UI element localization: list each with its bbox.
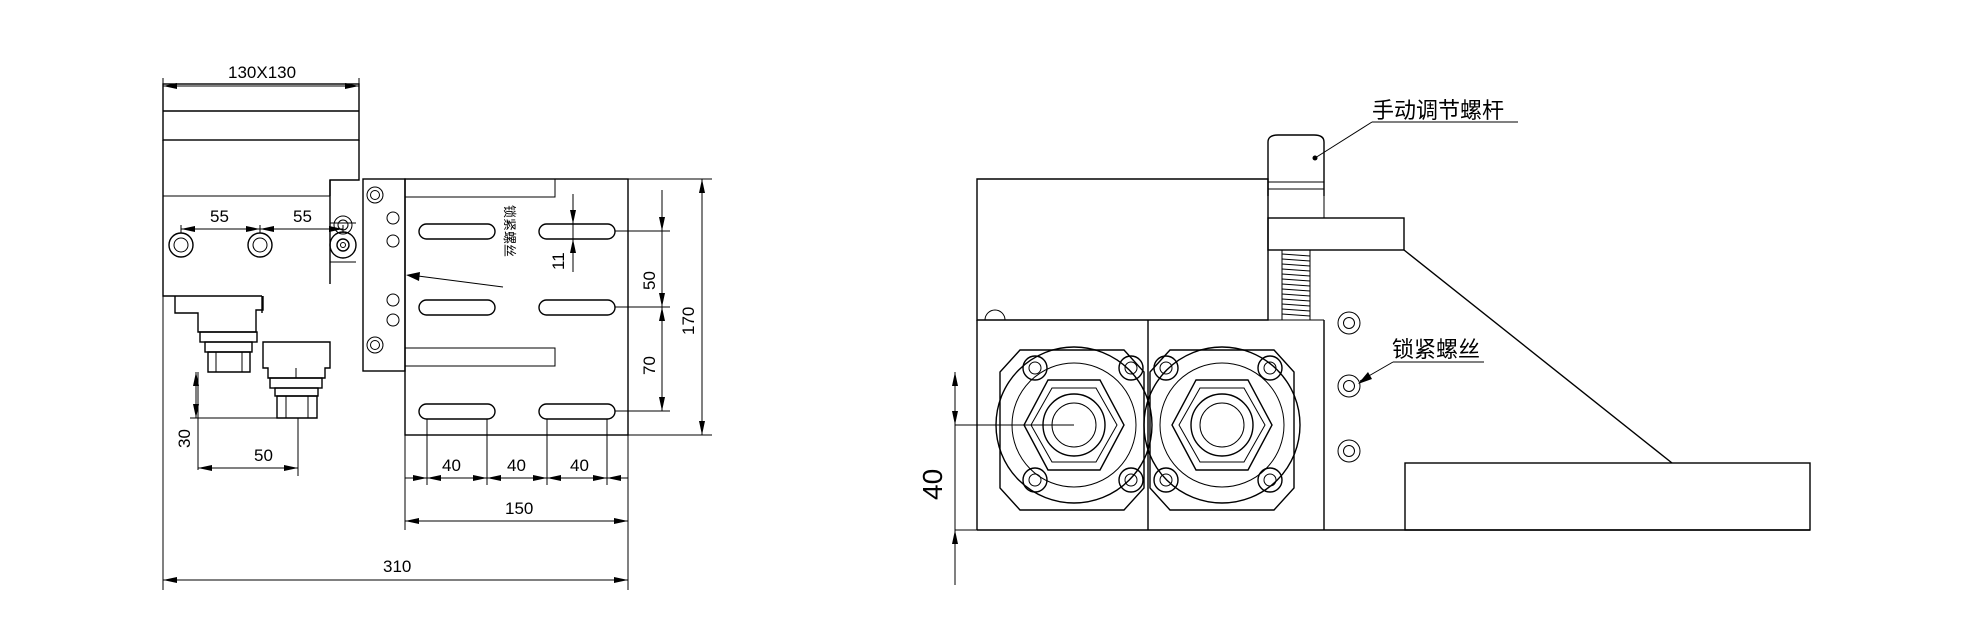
dim-150: 150 <box>404 485 628 530</box>
motor-block <box>162 83 360 297</box>
label-manual-screw: 手动调节螺杆 <box>1372 98 1504 123</box>
dim-text-30: 30 <box>175 429 194 448</box>
dim-text-40b: 40 <box>507 456 526 475</box>
dim-text-150: 150 <box>505 499 533 518</box>
left-view: 锁紧螺丝 130X130 55 55 11 <box>162 63 712 590</box>
dim-text-40-right: 40 <box>917 469 948 500</box>
dim-text-170: 170 <box>679 307 698 335</box>
vertical-lock-screw-label: 锁紧螺丝 <box>502 205 517 257</box>
dim-text-50: 50 <box>640 271 659 290</box>
dim-50-70: 50 70 <box>615 190 670 412</box>
left-flange <box>995 346 1153 511</box>
dim-text-50-offset: 50 <box>254 446 273 465</box>
dim-11: 11 <box>549 194 576 272</box>
dim-text-40a: 40 <box>442 456 461 475</box>
dim-text-40c: 40 <box>570 456 589 475</box>
manual-screw <box>1267 134 1325 321</box>
adjust-arm <box>1267 217 1811 531</box>
dim-40-right: 40 <box>917 372 1074 585</box>
dim-text-130x130: 130X130 <box>228 63 296 82</box>
right-flange <box>1143 346 1301 511</box>
dim-text-310: 310 <box>383 557 411 576</box>
dim-text-55a: 55 <box>210 207 229 226</box>
dim-text-55b: 55 <box>293 207 312 226</box>
right-view: 40 手动调节螺杆 锁紧螺丝 <box>917 98 1811 585</box>
dim-310: 310 <box>162 296 629 590</box>
dim-text-11: 11 <box>549 252 568 270</box>
manual-screw-callout: 手动调节螺杆 <box>1314 98 1518 159</box>
label-lock-screw: 锁紧螺丝 <box>1392 337 1480 362</box>
slotted-plate <box>404 178 629 436</box>
dim-55-55: 55 55 <box>180 207 344 233</box>
spindle-bodies <box>174 296 331 419</box>
lock-screw-callout: 锁紧螺丝 <box>1358 337 1484 384</box>
dim-30-50: 50 30 <box>175 372 299 476</box>
dim-170: 170 <box>628 178 712 436</box>
dim-text-70: 70 <box>640 356 659 375</box>
mounting-bracket <box>362 178 406 372</box>
dim-40-40-40: 40 40 40 <box>404 419 629 530</box>
thread-hatching <box>1281 253 1311 317</box>
dim-130x130: 130X130 <box>162 63 360 92</box>
